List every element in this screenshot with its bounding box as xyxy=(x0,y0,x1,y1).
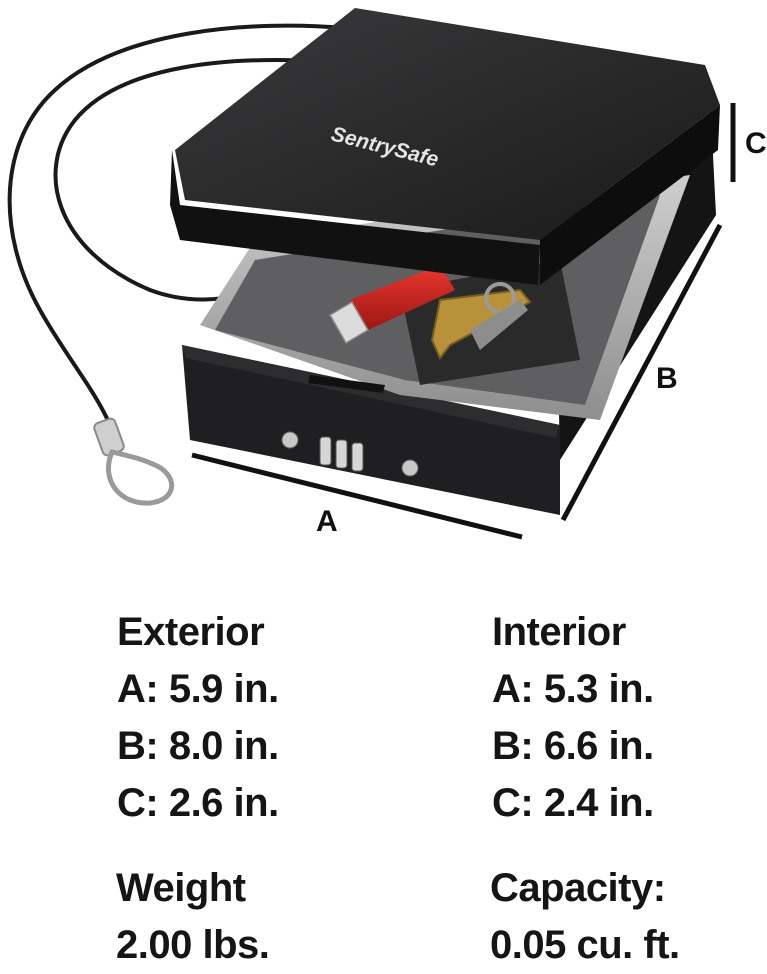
dimension-c-label: C xyxy=(745,127,767,160)
interior-c: C: 2.4 in. xyxy=(492,781,654,825)
security-cable xyxy=(7,23,346,506)
interior-heading: Interior xyxy=(492,610,626,654)
weight-spec: Weight 2.00 lbs. xyxy=(116,860,270,974)
capacity-heading: Capacity: xyxy=(490,866,666,910)
dimension-c: C xyxy=(730,103,767,182)
capacity-spec: Capacity: 0.05 cu. ft. xyxy=(490,860,680,974)
exterior-b: B: 8.0 in. xyxy=(117,724,279,768)
dimension-b-label: B xyxy=(656,362,678,395)
dimension-a: A xyxy=(191,452,523,540)
product-illustration: SentrySafe A B C xyxy=(7,8,767,540)
exterior-specs: Exterior A: 5.9 in. B: 8.0 in. C: 2.6 in… xyxy=(117,604,279,832)
weight-value: 2.00 lbs. xyxy=(116,923,270,967)
weight-heading: Weight xyxy=(116,866,246,910)
release-button-right xyxy=(401,459,419,477)
release-button-left xyxy=(281,431,299,449)
dimension-b: B xyxy=(560,223,723,522)
exterior-heading: Exterior xyxy=(117,610,265,654)
interior-specs: Interior A: 5.3 in. B: 6.6 in. C: 2.4 in… xyxy=(492,604,654,832)
interior-b: B: 6.6 in. xyxy=(492,724,654,768)
interior-a: A: 5.3 in. xyxy=(492,667,654,711)
dimension-a-label: A xyxy=(316,505,338,538)
safe-lid: SentrySafe xyxy=(170,8,720,285)
capacity-value: 0.05 cu. ft. xyxy=(490,923,680,967)
exterior-a: A: 5.9 in. xyxy=(117,667,279,711)
combination-lock xyxy=(319,436,364,472)
exterior-c: C: 2.6 in. xyxy=(117,781,279,825)
